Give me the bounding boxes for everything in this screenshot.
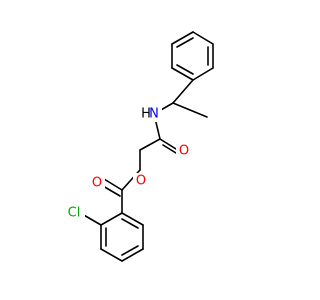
bond-layer bbox=[81, 31, 214, 262]
bond bbox=[171, 67, 194, 81]
bond bbox=[139, 138, 161, 151]
ester-oxygen-label: O bbox=[136, 174, 146, 189]
bond bbox=[100, 248, 123, 262]
bond bbox=[192, 31, 214, 45]
label-background bbox=[143, 106, 162, 122]
label-background bbox=[176, 143, 191, 159]
bond bbox=[81, 213, 102, 226]
chemical-structure-diagram: N H O O O Cl bbox=[63, 31, 214, 262]
label-background bbox=[90, 175, 105, 191]
bond bbox=[172, 102, 208, 118]
bond bbox=[176, 64, 194, 75]
nitrogen-label: N bbox=[149, 107, 159, 122]
bond bbox=[121, 218, 139, 229]
bond bbox=[102, 185, 121, 197]
bond bbox=[103, 178, 123, 191]
chlorine-label: Cl bbox=[68, 206, 81, 221]
carbonyl-oxygen-label: O bbox=[92, 176, 102, 191]
atom-label-layer: N H O O O Cl bbox=[63, 106, 191, 221]
bond bbox=[121, 248, 144, 262]
bond bbox=[159, 138, 177, 150]
label-background bbox=[133, 173, 148, 189]
bond bbox=[192, 67, 214, 81]
bond bbox=[176, 37, 194, 48]
bond bbox=[100, 212, 123, 226]
bond bbox=[162, 144, 177, 154]
label-background bbox=[63, 205, 85, 221]
hydrogen-label: H bbox=[141, 107, 151, 122]
amide-oxygen-label: O bbox=[179, 144, 189, 159]
bond bbox=[171, 31, 194, 45]
bond bbox=[121, 212, 144, 226]
bond bbox=[121, 245, 139, 256]
bond bbox=[172, 79, 194, 104]
